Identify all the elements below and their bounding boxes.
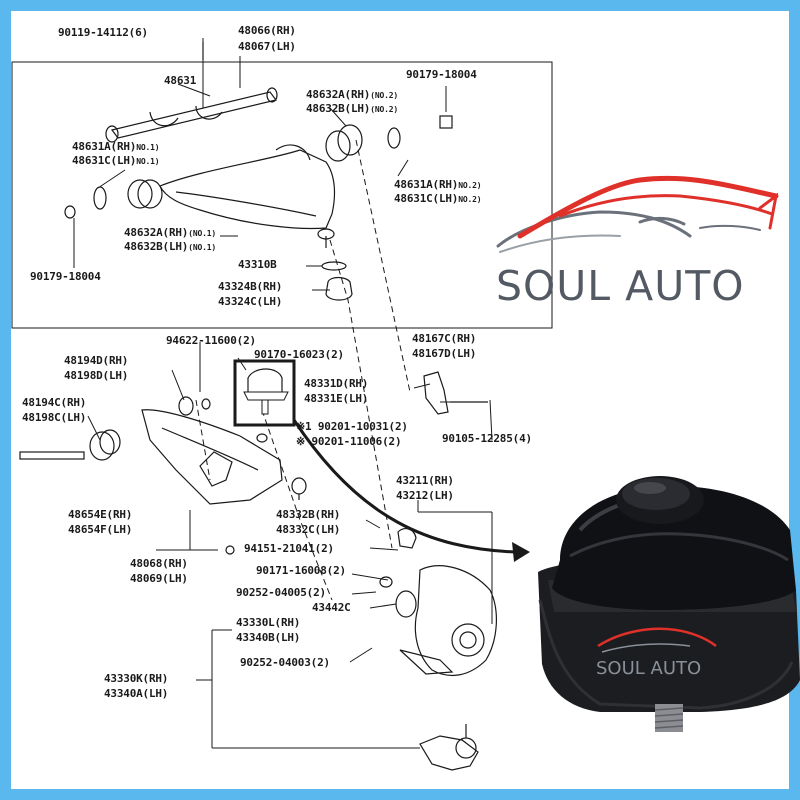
- part-label: 48632A(RH)(NO.2): [306, 88, 398, 101]
- part-label: ※ 90201-11006(2): [296, 435, 402, 448]
- part-label: 48654E(RH): [68, 508, 133, 521]
- part-label: 48632B(LH)(NO.1): [124, 240, 216, 253]
- part-label: 43310B: [238, 258, 277, 271]
- part-label: 43330K(RH): [104, 672, 169, 685]
- part-label: 43211(RH): [396, 474, 454, 487]
- part-label: 48631A(RH)NO.1): [72, 140, 160, 153]
- part-label: 94151-21041(2): [244, 542, 334, 555]
- part-label: 48331D(RH): [304, 377, 369, 390]
- part-label: 90252-04003(2): [240, 656, 330, 669]
- part-label: 43324C(LH): [218, 295, 283, 308]
- part-label: 48632A(RH)(NO.1): [124, 226, 216, 239]
- part-label: 90119-14112(6): [58, 26, 148, 39]
- part-label: 48198D(LH): [64, 369, 129, 382]
- part-label: 90179-18004: [30, 270, 101, 283]
- part-label: 90252-04005(2): [236, 586, 326, 599]
- part-label: 94622-11600(2): [166, 334, 256, 347]
- part-label: 48631C(LH)NO.2): [394, 192, 482, 205]
- part-label: 48066(RH): [238, 24, 296, 37]
- part-label: 48167D(LH): [412, 347, 477, 360]
- part-label: 48069(LH): [130, 572, 188, 585]
- part-label: 48194D(RH): [64, 354, 129, 367]
- part-label: 48332B(RH): [276, 508, 341, 521]
- upper-arm-box: [11, 61, 553, 329]
- part-label: ※1 90201-10031(2): [296, 420, 408, 433]
- part-label: 43340A(LH): [104, 687, 169, 700]
- part-label: 48632B(LH)(NO.2): [306, 102, 398, 115]
- part-label: 48631C(LH)NO.1): [72, 154, 160, 167]
- ball-joint-thumbnail: [243, 368, 289, 415]
- part-label: 43324B(RH): [218, 280, 283, 293]
- part-label: 48631: [164, 74, 197, 87]
- part-label: 90179-18004: [406, 68, 477, 81]
- part-label: 90171-16008(2): [256, 564, 346, 577]
- brand-name-watermark: SOUL AUTO: [596, 658, 702, 679]
- part-label: 43212(LH): [396, 489, 454, 502]
- part-label: 48068(RH): [130, 557, 188, 570]
- part-label: 90105-12285(4): [442, 432, 532, 445]
- part-label: 43442C: [312, 601, 351, 614]
- brand-name: SOUL AUTO: [496, 262, 745, 310]
- part-label: 48167C(RH): [412, 332, 477, 345]
- part-label: 48331E(LH): [304, 392, 369, 405]
- part-label: 48654F(LH): [68, 523, 133, 536]
- ball-joint-photo: [538, 476, 800, 732]
- part-label: 48631A(RH)NO.2): [394, 178, 482, 191]
- part-label: 48332C(LH): [276, 523, 341, 536]
- car-logo-icon: [496, 175, 779, 253]
- part-label: 43340B(LH): [236, 631, 301, 644]
- part-label: 90170-16023(2): [254, 348, 344, 361]
- part-label: 48194C(RH): [22, 396, 87, 409]
- part-label: 43330L(RH): [236, 616, 301, 629]
- part-label: 48198C(LH): [22, 411, 87, 424]
- part-label: 48067(LH): [238, 40, 296, 53]
